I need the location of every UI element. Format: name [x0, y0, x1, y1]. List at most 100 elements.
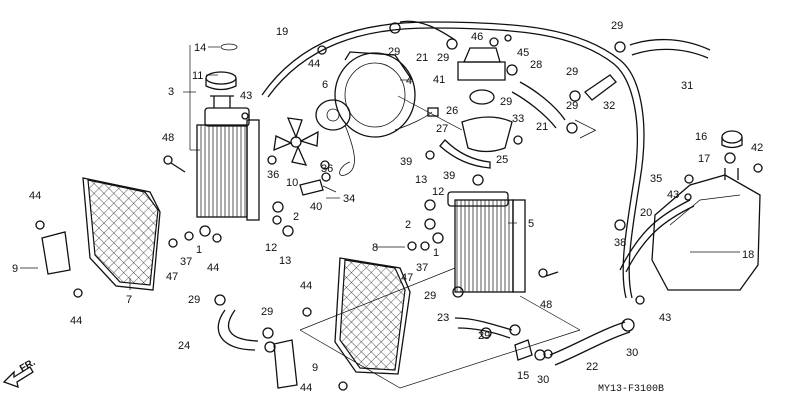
callout-14: 14: [194, 42, 206, 54]
callout-26: 26: [446, 105, 458, 117]
callout-33: 33: [512, 113, 524, 125]
callout-10: 10: [286, 177, 298, 189]
tank-cap-16: [721, 130, 743, 144]
callout-48: 48: [540, 299, 552, 311]
callout-5: 5: [528, 218, 534, 230]
callout-30: 30: [537, 374, 549, 386]
hose-21-top: [399, 20, 456, 41]
callout-17: 17: [698, 153, 710, 165]
callout-2: 2: [293, 211, 299, 223]
callout-29: 29: [424, 290, 436, 302]
pipe-25: [439, 139, 491, 169]
bracket-9-left: [41, 231, 71, 275]
callout-21: 21: [416, 52, 428, 64]
left-shroud-7: [87, 179, 159, 286]
callout-47: 47: [166, 271, 178, 283]
left-radiator-core: [196, 124, 248, 218]
fan-shroud-4-inner: [344, 62, 406, 128]
hose-20-inner: [625, 205, 695, 273]
callout-15: 15: [517, 370, 529, 382]
guide-lines: [299, 95, 597, 389]
callout-23: 23: [437, 312, 449, 324]
callout-31: 31: [681, 80, 693, 92]
bracket-9-bottom: [273, 339, 298, 389]
callout-labels: 1 1 2 2 3 4 5 6 7 8 9 9 10 11 12 12 13 1…: [12, 20, 763, 394]
callout-34: 34: [343, 193, 355, 205]
callout-43: 43: [240, 90, 252, 102]
hose-24-inner: [227, 309, 259, 342]
callout-46: 46: [471, 31, 483, 43]
callout-42: 42: [751, 142, 763, 154]
callout-20: 20: [640, 207, 652, 219]
right-radiator-tank: [447, 191, 509, 207]
callout-18: 18: [742, 249, 754, 261]
radiator-cap-11-body: [205, 78, 237, 91]
callout-2: 2: [405, 219, 411, 231]
callout-29: 29: [566, 66, 578, 78]
callout-29: 29: [478, 330, 490, 342]
callout-41: 41: [433, 74, 445, 86]
left-radiator-tank: [204, 107, 250, 127]
callout-44: 44: [207, 262, 219, 274]
fan-blade-10: [273, 117, 319, 166]
callout-29: 29: [500, 96, 512, 108]
callout-38: 38: [614, 237, 626, 249]
hose-31-inner: [631, 48, 709, 59]
callout-39: 39: [443, 170, 455, 182]
callout-32: 32: [603, 100, 615, 112]
callout-43: 43: [667, 189, 679, 201]
callout-16: 16: [695, 131, 707, 143]
joint-15: [514, 339, 533, 361]
thermostat-cover-41-top: [463, 47, 501, 63]
fan-shroud-4: [334, 52, 416, 138]
callout-7: 7: [126, 294, 132, 306]
callout-25: 25: [496, 154, 508, 166]
oring-14: [220, 43, 238, 51]
callout-1: 1: [196, 244, 202, 256]
hose-23-inner: [457, 327, 511, 339]
callout-21: 21: [536, 121, 548, 133]
callout-44: 44: [308, 58, 320, 70]
callout-36: 36: [267, 169, 279, 181]
callout-44: 44: [300, 280, 312, 292]
left-shroud-7-frame: [82, 177, 161, 291]
callout-9: 9: [12, 263, 18, 275]
thermo-switch-40: [299, 179, 324, 196]
callout-39: 39: [400, 156, 412, 168]
leader-lines: [20, 45, 740, 290]
callout-6: 6: [322, 79, 328, 91]
callout-3: 3: [168, 86, 174, 98]
hose-24: [217, 309, 256, 351]
tank-cap-16-body: [721, 137, 743, 149]
wire-34: [322, 185, 337, 193]
callout-48: 48: [162, 132, 174, 144]
clamp-30: [621, 318, 635, 332]
callout-12: 12: [432, 186, 444, 198]
thermostat-26: [469, 89, 495, 105]
fasteners: [35, 22, 763, 391]
callout-37: 37: [180, 256, 192, 268]
hose-19: [261, 21, 645, 299]
callout-11: 11: [192, 70, 203, 82]
callout-44: 44: [300, 382, 312, 394]
thermostat-cover-41: [457, 61, 506, 81]
callout-30: 30: [626, 347, 638, 359]
direction-label: FR.: [18, 357, 38, 375]
callout-40: 40: [310, 201, 322, 213]
callout-47: 47: [401, 272, 413, 284]
callout-4: 4: [406, 75, 412, 87]
center-shroud-8: [339, 259, 406, 371]
fan-wiring: [339, 124, 355, 176]
callout-24: 24: [178, 340, 190, 352]
center-shroud-8-frame: [334, 257, 411, 375]
hose-22-inner: [554, 331, 631, 366]
callout-44: 44: [29, 190, 41, 202]
hose-23: [454, 317, 513, 331]
radiator-neck: [210, 95, 234, 108]
fan-shroud-4-rim: [344, 51, 413, 81]
callout-35: 35: [650, 173, 662, 185]
callout-29: 29: [261, 306, 273, 318]
hose-32: [584, 74, 617, 101]
